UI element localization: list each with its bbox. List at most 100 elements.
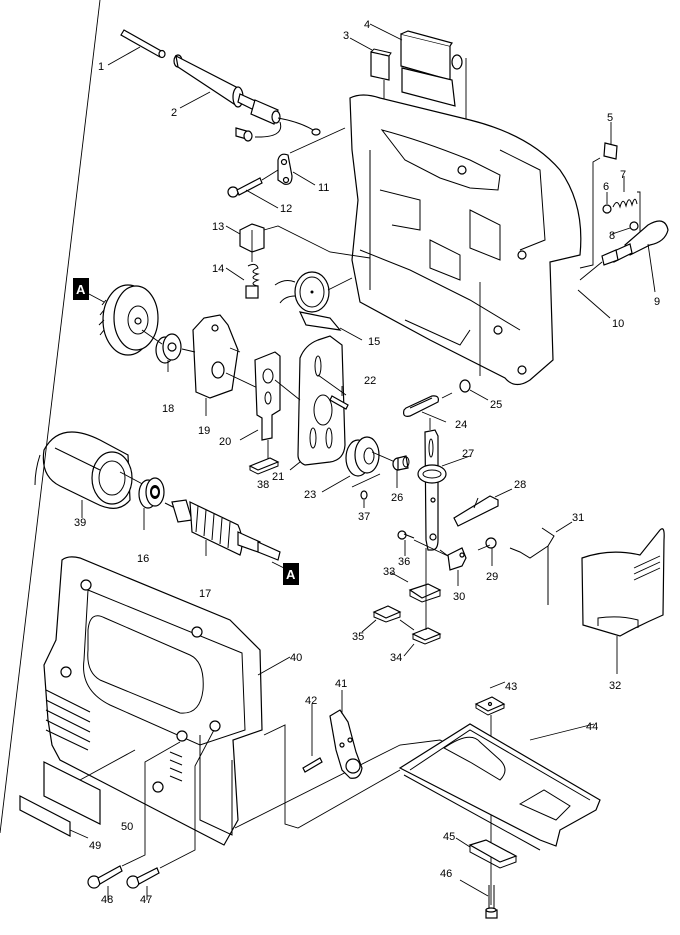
label-43: 43 [505, 681, 517, 693]
part-14-carbon-brush [225, 252, 260, 299]
label-13: 13 [212, 221, 224, 233]
label-38: 38 [257, 479, 269, 491]
part-41-roller [329, 690, 363, 779]
label-14: 14 [212, 263, 224, 275]
part-21-guide-plate [274, 335, 347, 471]
label-4: 4 [364, 19, 370, 31]
label-41: 41 [335, 678, 347, 690]
label-27: 27 [462, 448, 474, 460]
label-50: 50 [121, 821, 133, 833]
label-46: 46 [440, 868, 452, 880]
part-6-ball [602, 192, 612, 214]
part-47-screw [126, 729, 215, 900]
label-33: 33 [383, 566, 395, 578]
label-15: 15 [368, 336, 380, 348]
part-38-slider-shim [248, 457, 280, 475]
label-30: 30 [453, 591, 465, 603]
label-31: 31 [572, 512, 584, 524]
part-32-cover [581, 528, 665, 674]
label-49: 49 [89, 840, 101, 852]
label-42: 42 [305, 695, 317, 707]
label-29: 29 [486, 571, 498, 583]
part-50-nameplate [0, 0, 136, 834]
part-8-nut [611, 221, 639, 235]
part-5-label [579, 122, 618, 269]
part-26-bushing [392, 455, 410, 488]
label-40: 40 [290, 652, 302, 664]
part-15-helical-gear-assembly [274, 271, 363, 341]
part-31-spring-wire [509, 521, 573, 605]
part-20-slider-plate [239, 351, 281, 460]
label-23: 23 [304, 489, 316, 501]
part-44-base [398, 723, 601, 851]
part-42-pin [302, 704, 323, 773]
part-25-o-ring [441, 282, 489, 401]
label-35: 35 [352, 631, 364, 643]
label-39: 39 [74, 517, 86, 529]
label-28: 28 [514, 479, 526, 491]
marker-a-text: A [76, 282, 86, 297]
label-36: 36 [398, 556, 410, 568]
label-20: 20 [219, 436, 231, 448]
marker-a-text-lower: A [286, 567, 296, 582]
part-1-pin [107, 29, 166, 66]
part-28-guide [453, 488, 513, 527]
part-18-bearing [141, 329, 182, 372]
part-17-armature [164, 499, 281, 561]
label-11: 11 [318, 182, 329, 194]
part-49-label [19, 795, 89, 839]
label-25: 25 [490, 399, 502, 411]
part-22-pin [329, 386, 349, 410]
part-48-screw [87, 741, 181, 900]
part-34-pad [403, 548, 442, 657]
part-45-clamp [455, 837, 518, 869]
part-27-slider-rod [417, 429, 471, 551]
reference-marker-a-lower: A [271, 561, 299, 585]
label-10: 10 [612, 318, 624, 330]
label-32: 32 [609, 680, 621, 692]
label-37: 37 [358, 511, 370, 523]
part-24-slider [403, 395, 447, 430]
part-33-pad [389, 571, 442, 603]
label-8: 8 [609, 230, 615, 242]
label-48: 48 [101, 894, 113, 906]
label-1: 1 [98, 61, 104, 73]
part-30-roller-holder [439, 547, 467, 586]
label-34: 34 [390, 652, 402, 664]
label-44: 44 [586, 721, 598, 733]
label-19: 19 [198, 425, 210, 437]
part-12-screw [227, 169, 279, 209]
part-7-spring [612, 176, 641, 232]
part-36-screw [397, 530, 449, 557]
label-21: 21 [272, 471, 284, 483]
part-labels: 1 2 3 4 5 6 7 8 9 10 11 12 13 14 15 16 1… [74, 19, 660, 906]
label-18: 18 [162, 403, 174, 415]
part-13-brush-cap [225, 223, 371, 259]
part-35-pad [361, 605, 415, 633]
label-12: 12 [280, 203, 292, 215]
part-23-gear [321, 436, 396, 493]
label-45: 45 [443, 831, 455, 843]
label-24: 24 [455, 419, 467, 431]
part-10-motor-housing [349, 94, 611, 386]
label-22: 22 [364, 375, 376, 387]
label-17: 17 [199, 588, 211, 600]
gear-large [98, 284, 159, 356]
label-9: 9 [654, 296, 660, 308]
label-6: 6 [603, 181, 609, 193]
label-47: 47 [140, 894, 152, 906]
part-39-field [34, 431, 151, 518]
reference-marker-a-upper: A [73, 278, 105, 303]
label-26: 26 [391, 492, 403, 504]
part-19-bearing-box [181, 314, 263, 416]
label-3: 3 [343, 30, 349, 42]
part-11-cord-clamp [277, 127, 346, 186]
label-2: 2 [171, 107, 177, 119]
part-16-bearing [138, 477, 165, 530]
part-40-housing [43, 556, 291, 846]
part-37-washer [351, 473, 381, 508]
part-46-bolt [459, 879, 498, 919]
part-29-screw [477, 537, 497, 566]
label-16: 16 [137, 553, 149, 565]
